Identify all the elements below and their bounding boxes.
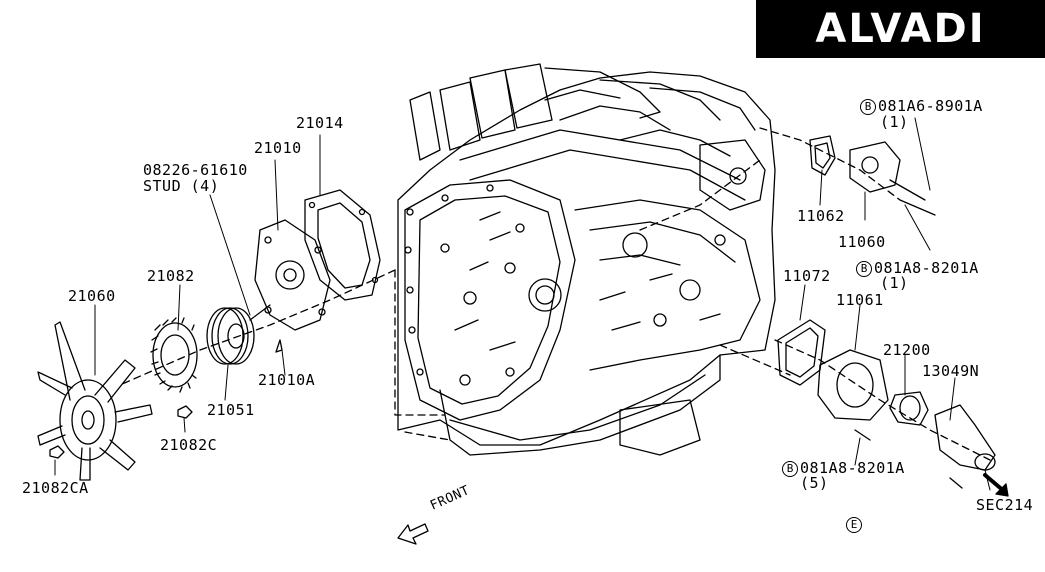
fasteners-left: [49, 405, 193, 459]
part-label-21082c: 21082C: [160, 436, 218, 454]
part-label-21010: 21010: [254, 139, 302, 157]
part-label-21082ca: 21082CA: [22, 479, 89, 497]
bolt-qty-1b: (1): [880, 274, 909, 292]
part-label-21014: 21014: [296, 114, 344, 132]
part-label-11072: 11072: [783, 267, 831, 285]
corner-e-icon: E: [846, 517, 862, 533]
part-label-21060: 21060: [68, 287, 116, 305]
section-ref-sec214: SEC214: [976, 496, 1034, 514]
part-label-21082: 21082: [147, 267, 195, 285]
pump-gasket-drawing: [304, 189, 381, 301]
part-label-21051: 21051: [207, 401, 255, 419]
brand-logo: ALVADI: [756, 0, 1045, 58]
bolt-b-icon: B: [856, 261, 872, 277]
bolt-b-icon: B: [782, 461, 798, 477]
brand-name: ALVADI: [815, 6, 986, 52]
corner-mark: E: [846, 516, 864, 533]
leader-lines-left: [54, 134, 321, 476]
part-label-11061: 11061: [836, 291, 884, 309]
fan-clutch-drawing: [150, 317, 198, 393]
cooling-fan-drawing: [37, 321, 153, 481]
part-label-13049n: 13049N: [922, 362, 980, 380]
bolt-qty-1a: (1): [880, 113, 909, 131]
bolt-qty-5: (5): [800, 474, 829, 492]
part-label-11062: 11062: [797, 207, 845, 225]
water-outlet-drawing: [809, 135, 936, 216]
front-arrow-icon: [397, 523, 429, 545]
leader-lines-right: [799, 117, 991, 491]
part-label-11060: 11060: [838, 233, 886, 251]
part-label-21010a: 21010A: [258, 371, 316, 389]
water-pump-drawing: [249, 219, 331, 353]
bolt-b-icon: B: [860, 99, 876, 115]
part-label-21200: 21200: [883, 341, 931, 359]
sec214-arrow-icon: [983, 473, 1009, 497]
part-label-stud: STUD (4): [143, 177, 220, 195]
part-label-08226-61610: 08226-61610: [143, 161, 248, 179]
engine-block-drawing: [397, 63, 776, 456]
pulley-drawing: [206, 307, 255, 365]
